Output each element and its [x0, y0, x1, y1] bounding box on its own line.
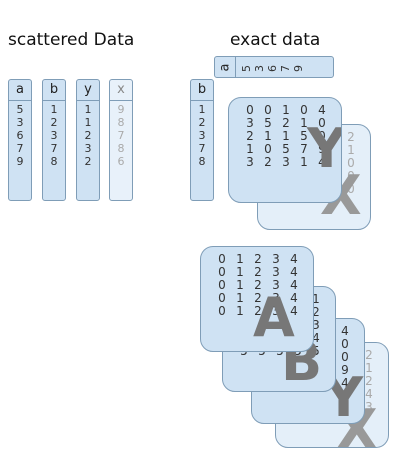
matrix-cell: 3: [246, 155, 254, 169]
matrix-cell: 9: [318, 142, 326, 156]
column-b-header: b: [43, 80, 65, 101]
matrix-cell: 3: [365, 400, 373, 414]
matrix-cell: 1: [246, 142, 254, 156]
matrix-cell: 3: [272, 291, 280, 305]
matrix-cell: 2: [246, 129, 254, 143]
matrix-cell: 4: [318, 103, 326, 117]
matrix-cell: 3: [282, 155, 290, 169]
matrix-cell: 3: [272, 252, 280, 266]
matrix-cell: 0: [264, 103, 272, 117]
matrix-cell: 5: [282, 142, 290, 156]
column-x-header: x: [110, 80, 132, 101]
column-a: a 5 3 6 7 9: [8, 79, 32, 201]
matrix-cell: 5: [264, 116, 272, 130]
matrix-cell: 7: [300, 142, 308, 156]
exact-column-b-values: 1 2 3 7 8: [198, 103, 206, 168]
matrix-cell: 0: [300, 103, 308, 117]
matrix-cell: 4: [312, 331, 320, 345]
matrix-cell: 2: [254, 291, 262, 305]
matrix-cell: 2: [365, 348, 373, 362]
matrix-cell: 2: [282, 116, 290, 130]
matrix-cell: 0: [318, 129, 326, 143]
matrix-cell: 1: [264, 129, 272, 143]
matrix-cell: 0: [264, 142, 272, 156]
exact-column-b-header: b: [191, 80, 213, 101]
column-b: b 1 2 3 7 8: [42, 79, 66, 201]
matrix-cell: 0: [218, 252, 226, 266]
column-b-values: 1 2 3 7 8: [50, 103, 58, 168]
matrix-cell: 3: [312, 318, 320, 332]
matrix-cell: 1: [282, 103, 290, 117]
matrix-cell: 3: [272, 304, 280, 318]
matrix-cell: 4: [290, 265, 298, 279]
matrix-cell: 0: [218, 265, 226, 279]
matrix-cell: 1: [282, 129, 290, 143]
matrix-cell: 2: [254, 265, 262, 279]
matrix-cell: 4: [341, 324, 349, 338]
column-a-values: 5 3 6 7 9: [16, 103, 24, 168]
matrix-cell: 4: [318, 155, 326, 169]
matrix-cell: 0: [218, 291, 226, 305]
column-a-header: a: [9, 80, 31, 101]
matrix-cell: 0: [341, 337, 349, 351]
matrix-cell: 0: [218, 304, 226, 318]
matrix-cell: 1: [300, 155, 308, 169]
matrix-cell: 1: [236, 304, 244, 318]
matrix-cell: 2: [264, 155, 272, 169]
matrix-cell: 0: [318, 116, 326, 130]
matrix-cell: 0: [347, 169, 355, 183]
column-y: y 1 1 2 3 2: [76, 79, 100, 201]
matrix-cell: 4: [290, 252, 298, 266]
matrix-cell: 4: [290, 278, 298, 292]
matrix-cell: 0: [246, 103, 254, 117]
matrix-cell: 0: [347, 182, 355, 196]
column-x: x 9 8 7 8 6: [109, 79, 133, 201]
scattered-data-title: scattered Data: [8, 30, 135, 50]
column-y-header: y: [77, 80, 99, 101]
matrix-cell: 2: [312, 305, 320, 319]
matrix-cell: 1: [236, 278, 244, 292]
matrix-cell: 2: [347, 130, 355, 144]
matrix-cell: 1: [236, 252, 244, 266]
matrix-cell: 2: [254, 278, 262, 292]
matrix-cell: 2: [254, 252, 262, 266]
matrix-letter: Y: [307, 122, 341, 176]
matrix-cell: 0: [347, 156, 355, 170]
matrix-cell: 0: [341, 350, 349, 364]
matrix-cell: 1: [236, 291, 244, 305]
matrix-cell: 4: [290, 304, 298, 318]
matrix-cell: 9: [341, 363, 349, 377]
matrix-cell: 1: [347, 143, 355, 157]
column-x-values: 9 8 7 8 6: [117, 103, 125, 168]
exact-row-a-header: a: [215, 57, 236, 77]
matrix-letter: A: [253, 286, 295, 349]
matrix-cell: 2: [365, 374, 373, 388]
matrix-cell: 1: [300, 116, 308, 130]
matrix-cell: 4: [365, 387, 373, 401]
matrix-cell: 3: [272, 265, 280, 279]
matrix-cell: 5: [312, 344, 320, 358]
matrix-cell: 3: [272, 278, 280, 292]
column-y-values: 1 1 2 3 2: [84, 103, 92, 168]
exact-data-title: exact data: [230, 30, 321, 50]
matrix-cell: 0: [218, 278, 226, 292]
matrix-cell: 1: [365, 361, 373, 375]
matrix-cell: 3: [246, 116, 254, 130]
matrix-cell: 5: [300, 129, 308, 143]
matrix-cell: 1: [312, 292, 320, 306]
matrix-cell: 4: [341, 376, 349, 390]
matrix-cell: 2: [254, 304, 262, 318]
exact-column-b: b 1 2 3 7 8: [190, 79, 214, 201]
matrix-cell: 4: [290, 291, 298, 305]
matrix-cell: 1: [236, 265, 244, 279]
